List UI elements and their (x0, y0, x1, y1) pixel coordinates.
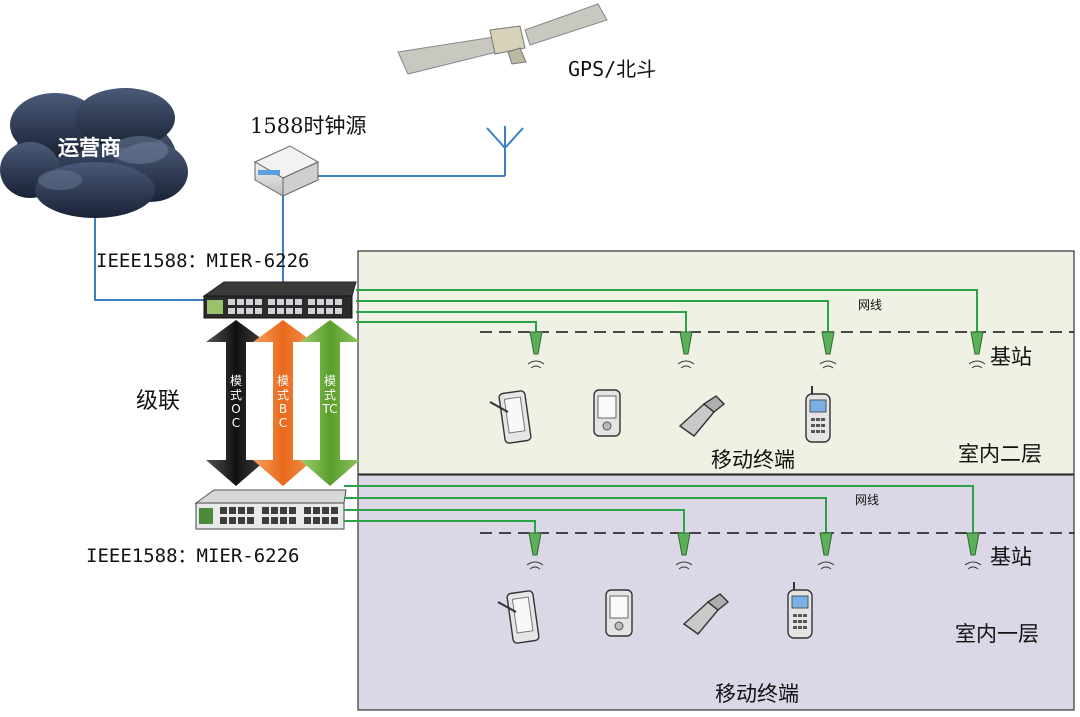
terminals-label-upper: 移动终端 (711, 448, 795, 472)
mode-oc-label: 模式OC (229, 374, 242, 430)
arrow-mode-bc (253, 320, 313, 486)
base-station-label-upper: 基站 (990, 345, 1032, 369)
pda-phone-icon (593, 389, 621, 437)
flip-phone-icon (678, 395, 726, 437)
switch-bottom-label: IEEE1588：MIER-6226 (86, 545, 300, 567)
base-station-icon (677, 331, 695, 369)
base-station-icon (817, 532, 835, 570)
clock-source-device (253, 145, 320, 197)
cable-label-lower: 网线 (855, 493, 880, 507)
mode-bc-label: 模式BC (276, 374, 289, 430)
operator-cloud-icon (0, 88, 188, 218)
cables-upper (356, 289, 978, 332)
floor-upper-area (357, 250, 1075, 475)
cables-lower (344, 485, 974, 533)
base-station-icon (964, 532, 982, 570)
operator-label: 运营商 (58, 136, 121, 160)
base-station-icon (819, 331, 837, 369)
flip-phone-icon (682, 593, 730, 635)
arrow-mode-tc (300, 320, 360, 486)
operator-to-switch-line (94, 212, 204, 301)
floor-upper-label: 室内二层 (958, 442, 1042, 466)
satellite-label: GPS/北斗 (568, 57, 657, 81)
pda-phone-icon (605, 589, 633, 637)
mode-tc-label: 模式TC (322, 374, 338, 416)
switch-top (202, 281, 357, 319)
base-station-icon (968, 331, 986, 369)
tablet-icon (489, 390, 532, 444)
switch-top-label: IEEE1588：MIER-6226 (96, 250, 310, 272)
cascade-label: 级联 (136, 389, 181, 414)
tablet-icon (497, 590, 540, 644)
base-station-icon (526, 532, 544, 570)
floor-lower-label: 室内一层 (955, 622, 1039, 646)
antenna-icon (486, 126, 524, 176)
floor-lower-area (357, 474, 1075, 711)
base-station-label-lower: 基站 (990, 545, 1032, 569)
base-station-icon (675, 532, 693, 570)
cable-label-upper: 网线 (858, 298, 883, 312)
arrow-mode-oc (206, 320, 266, 486)
terminals-label-lower: 移动终端 (715, 682, 799, 706)
cell-phone-icon (805, 386, 831, 443)
cell-phone-icon (787, 582, 813, 639)
base-station-icon (527, 331, 545, 369)
switch-bottom (194, 489, 347, 530)
satellite-icon (397, 3, 608, 75)
clock-source-label: 1588时钟源 (250, 114, 367, 138)
